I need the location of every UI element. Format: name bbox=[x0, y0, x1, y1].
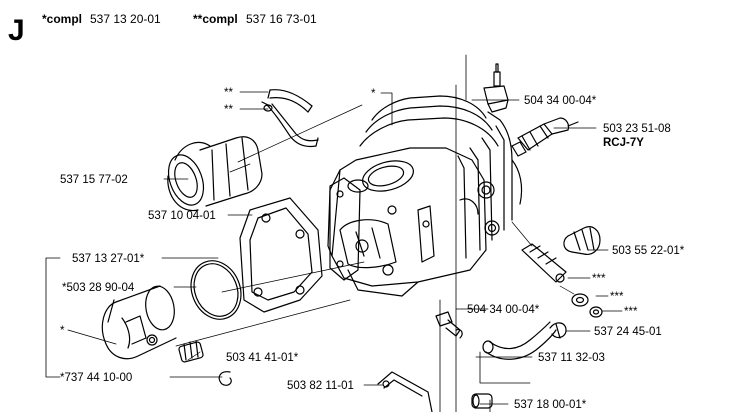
hose-clip bbox=[549, 322, 567, 339]
needle-bearing bbox=[178, 340, 204, 363]
compl-number-2: 537 16 73-01 bbox=[246, 12, 317, 26]
label-5371004: 537 10 04-01 bbox=[148, 210, 216, 222]
compl-number-1: 537 13 20-01 bbox=[90, 12, 161, 26]
nipple-mid bbox=[435, 311, 463, 339]
label-rcj: RCJ-7Y bbox=[603, 137, 644, 149]
compl-label-1: *compl bbox=[42, 12, 83, 26]
leader-lines bbox=[45, 54, 623, 412]
plug-pin bbox=[471, 393, 493, 409]
piston-ring bbox=[190, 260, 242, 320]
intake-manifold bbox=[167, 136, 263, 212]
label-5038211: 503 82 11-01 bbox=[287, 380, 354, 392]
projection-lines bbox=[175, 104, 575, 361]
label-5032351: 503 23 51-08 bbox=[603, 123, 671, 135]
label-5371800: 537 18 00-01* bbox=[514, 399, 587, 411]
impulse-hose bbox=[482, 321, 557, 360]
label-5371132: 537 11 32-03 bbox=[538, 352, 605, 364]
nipple-top bbox=[483, 63, 509, 113]
part-labels: ** ** * 504 34 00-04* 503 23 51-08 RCJ-7… bbox=[60, 87, 685, 411]
label-piston-star: * bbox=[60, 325, 65, 337]
circlip bbox=[218, 371, 232, 386]
label-5043400-top: 504 34 00-04* bbox=[524, 95, 597, 107]
clamp-clip bbox=[261, 89, 319, 148]
label-5371327: 537 13 27-01* bbox=[72, 253, 145, 265]
label-clamp-b: ** bbox=[224, 104, 233, 116]
compl-label-2: **compl bbox=[193, 12, 238, 26]
label-stars-a: *** bbox=[592, 273, 606, 285]
label-5035522: 503 55 22-01* bbox=[612, 245, 685, 257]
label-5372445: 537 24 45-01 bbox=[594, 326, 662, 338]
label-stars-c: *** bbox=[624, 306, 638, 318]
decompression-valve bbox=[563, 226, 601, 255]
cylinder-gasket bbox=[239, 197, 323, 313]
adjuster-screw bbox=[521, 243, 567, 283]
washer bbox=[571, 293, 589, 307]
label-5371577: 537 15 77-02 bbox=[60, 174, 128, 186]
cylinder bbox=[327, 95, 523, 297]
intake-gasket bbox=[377, 371, 433, 412]
spark-plug bbox=[511, 117, 579, 157]
label-5043400-mid: 504 34 00-04* bbox=[467, 304, 540, 316]
label-5032890: *503 28 90-04 bbox=[62, 282, 135, 294]
piston bbox=[101, 285, 177, 360]
label-cylinder-star: * bbox=[371, 88, 376, 100]
section-letter: J bbox=[8, 14, 25, 47]
label-7374410: *737 44 10-00 bbox=[60, 372, 132, 384]
label-clamp-a: ** bbox=[224, 87, 233, 99]
label-5034141: 503 41 41-01* bbox=[226, 352, 299, 364]
label-stars-b: *** bbox=[610, 291, 624, 303]
seal-ring bbox=[589, 306, 603, 318]
